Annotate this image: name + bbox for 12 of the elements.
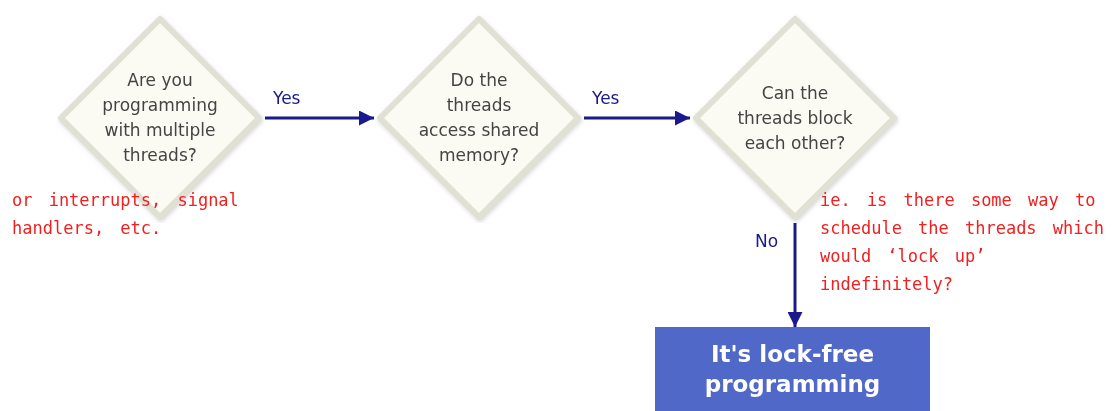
decision-text: Do the threads access shared memory? bbox=[417, 69, 541, 167]
arrow bbox=[787, 223, 803, 327]
terminal-box: It's lock-free programming bbox=[655, 327, 930, 411]
handwritten-note: ie. is there some way to schedule the threads which would ‘lock up’ indefinitely? bbox=[820, 189, 1105, 296]
arrow bbox=[584, 110, 690, 126]
edge-label: Yes bbox=[592, 88, 620, 108]
handwritten-note: or interrupts, signal handlers, etc. bbox=[12, 189, 240, 240]
edge-label: Yes bbox=[273, 88, 301, 108]
decision-text: Can the threads block each other? bbox=[736, 81, 854, 155]
decision-text: Are you programming with multiple threads? bbox=[101, 69, 219, 167]
arrow bbox=[265, 110, 374, 126]
edge-label: No bbox=[755, 231, 779, 251]
